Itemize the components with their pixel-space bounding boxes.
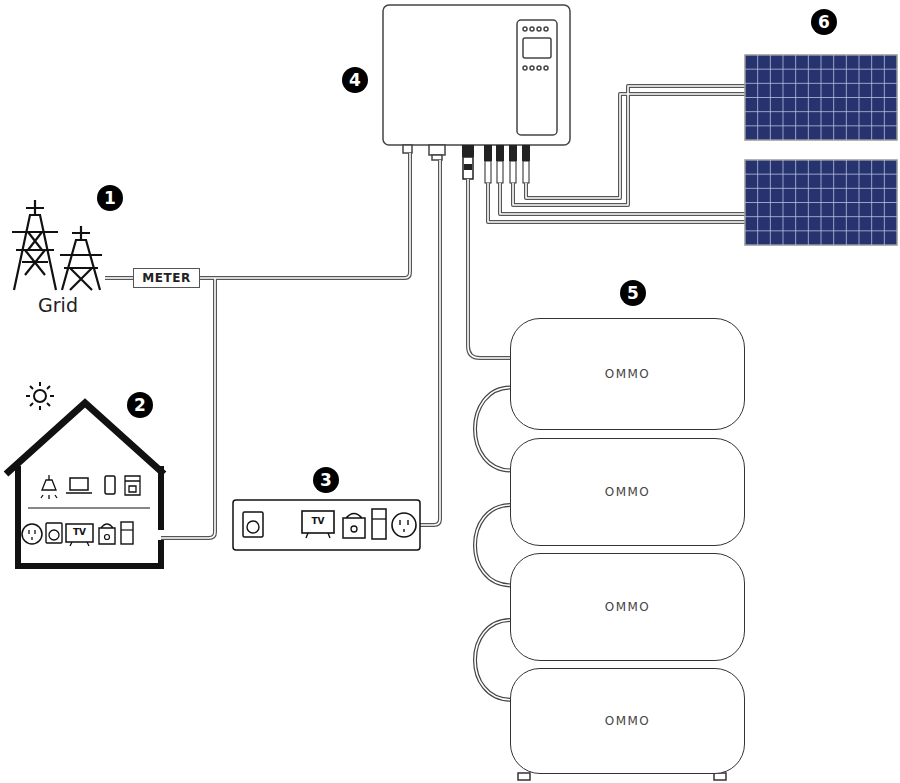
battery-module: OMMO xyxy=(510,553,745,661)
battery-feet xyxy=(518,773,726,780)
tv-icon-label: TV xyxy=(311,516,324,526)
callout-number: 2 xyxy=(127,392,153,418)
panel-cell-line xyxy=(745,230,897,231)
panel-cell-line xyxy=(745,111,897,112)
panel-cell-line xyxy=(745,202,897,203)
battery-link-cable xyxy=(475,387,511,470)
battery-module: OMMO xyxy=(510,438,745,546)
callout-number: 3 xyxy=(313,467,339,493)
battery-module: OMMO xyxy=(510,318,745,430)
callout-number: 1 xyxy=(97,185,123,211)
callout-number: 6 xyxy=(811,9,837,35)
solar-panels xyxy=(745,55,897,245)
grid-label: Grid xyxy=(38,294,78,316)
brand-label: OMMO xyxy=(605,367,651,381)
inverter xyxy=(383,5,570,160)
load-box xyxy=(233,500,420,550)
inverter-connectors xyxy=(462,145,530,183)
tv-icon-label: TV xyxy=(73,527,86,537)
panel-cell-line xyxy=(745,216,897,217)
battery-link-cable xyxy=(475,620,511,700)
house xyxy=(6,403,164,566)
panel-cell-line xyxy=(745,188,897,189)
panel-cell-line xyxy=(745,69,897,70)
callout-number: 5 xyxy=(620,280,646,306)
brand-label: OMMO xyxy=(605,600,651,614)
meter-box: METER xyxy=(133,268,200,288)
brand-label: OMMO xyxy=(605,485,651,499)
meter-label: METER xyxy=(142,271,190,285)
panel-cell-line xyxy=(745,125,897,126)
brand-label: OMMO xyxy=(605,714,651,728)
callout-number: 4 xyxy=(342,67,368,93)
panel-cell-line xyxy=(745,83,897,84)
grid-towers xyxy=(12,200,102,290)
panel-cell-line xyxy=(745,97,897,98)
panel-cell-line xyxy=(745,174,897,175)
sun-icon xyxy=(26,382,54,410)
battery-link-cable xyxy=(475,505,511,585)
battery-module: OMMO xyxy=(510,668,745,774)
